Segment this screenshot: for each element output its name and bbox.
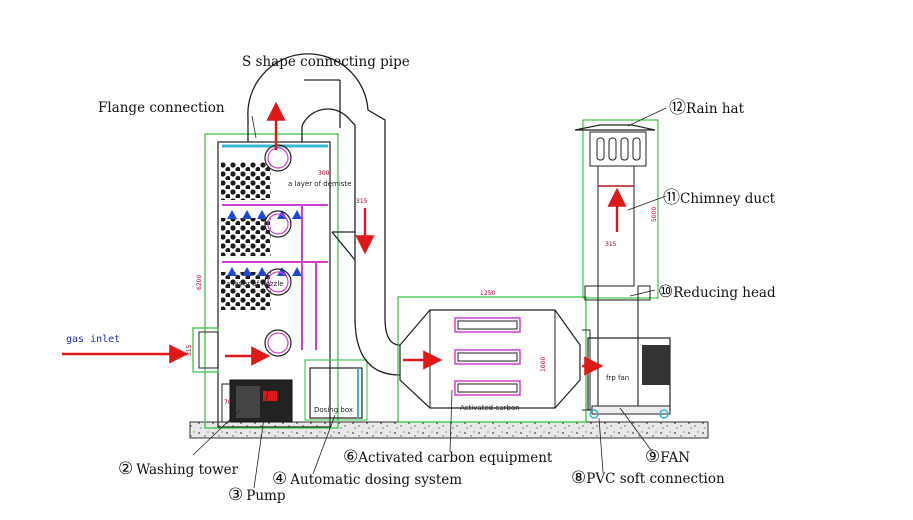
label-fan: ⑨FAN — [645, 447, 690, 467]
label-gas-inlet: gas inlet — [66, 334, 120, 345]
dim-300: 300 — [318, 170, 330, 177]
nozzle-note: a layer of nozzle — [226, 280, 284, 288]
label-s-pipe: S shape connecting pipe — [242, 54, 410, 70]
demister-note: a layer of demiste — [288, 180, 352, 188]
ground-slab — [189, 421, 709, 439]
washing-tower: a layer of demiste a layer of nozzle 315… — [186, 133, 352, 429]
carbon-label: Activated carbon — [460, 404, 520, 412]
activated-carbon-unit: Activated carbon 1250 1000 — [397, 290, 587, 423]
fan-label: frp fan — [606, 374, 629, 382]
leader-lines — [192, 107, 667, 489]
s-pipe: 315 — [247, 53, 401, 376]
chimney: 315 5000 — [574, 119, 659, 301]
label-flange: Flange connection — [98, 100, 225, 116]
dim-height: 1000 — [540, 357, 547, 372]
flow-arrows — [62, 101, 627, 376]
fan-unit: frp fan — [582, 299, 671, 419]
label-carbon-equipment: ⑥Activated carbon equipment — [343, 447, 553, 467]
label-chimney: ⑪Chimney duct — [663, 188, 776, 208]
label-pvc: ⑧PVC soft connection — [571, 468, 725, 488]
dim-inlet: 315 — [186, 344, 193, 356]
dim-chimney-width: 315 — [605, 241, 617, 248]
pump — [221, 379, 293, 423]
label-reducing: ⑩Reducing head — [658, 282, 776, 302]
dim-duct: 315 — [356, 198, 368, 205]
dosing-box-label: Dosing box — [314, 406, 353, 414]
dim-tower-height: 6200 — [196, 275, 203, 290]
dim-width: 1250 — [480, 290, 495, 297]
label-rain-hat: ⑫Rain hat — [669, 98, 745, 118]
dim-chimney-height: 5000 — [651, 207, 658, 222]
dosing-box: Dosing box — [304, 359, 368, 421]
